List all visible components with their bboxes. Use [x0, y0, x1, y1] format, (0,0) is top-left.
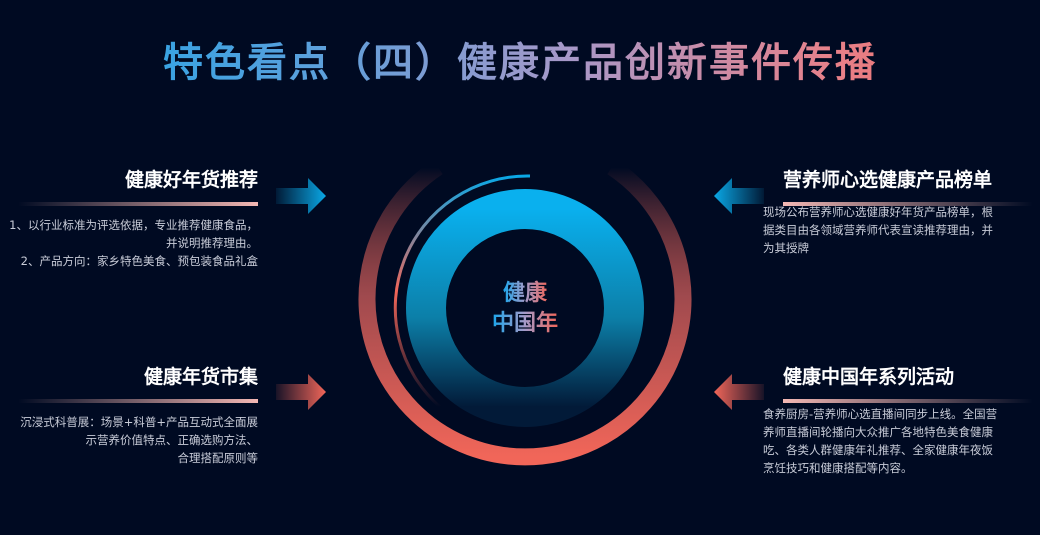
block-text: 现场公布营养师心选健康好年货产品榜单，根据类目由各领域营养师代表宣读推荐理由，并… — [763, 205, 993, 255]
arrow-right-red-icon — [276, 374, 326, 410]
text-line: 沉浸式科普展：场景+科普+产品互动式全面展 — [20, 415, 258, 429]
block-heading: 健康中国年系列活动 — [783, 366, 955, 388]
block-health-goods-recommend: 健康好年货推荐 1、以行业标准为评选依据，专业推荐健康食品， 并说明推荐理由。 … — [0, 165, 258, 270]
block-heading: 营养师心选健康产品榜单 — [783, 169, 993, 191]
arrow-left-red-icon — [714, 374, 764, 410]
block-heading: 健康年货市集 — [143, 366, 258, 388]
block-text: 食养厨房-营养师心选直播间同步上线。全国营养师直播间轮播向大众推广各地特色美食健… — [763, 407, 998, 475]
divider — [18, 202, 258, 206]
arrow-right-blue-icon — [276, 178, 326, 214]
block-nutritionist-ranking: 营养师心选健康产品榜单 — [783, 165, 1033, 206]
block-text: 1、以行业标准为评选依据，专业推荐健康食品， 并说明推荐理由。 2、产品方向：家… — [0, 216, 258, 270]
blue-ring — [406, 189, 644, 427]
divider — [783, 202, 1033, 206]
block-text: 沉浸式科普展：场景+科普+产品互动式全面展 示营养价值特点、正确选购方法、 合理… — [0, 413, 258, 467]
outer-ring-arc — [358, 159, 692, 466]
text-line: 2、产品方向：家乡特色美食、预包装食品礼盒 — [20, 254, 258, 268]
block-health-china-year-events: 健康中国年系列活动 — [783, 362, 1033, 403]
divider — [783, 399, 1033, 403]
arrow-left-blue-icon — [714, 178, 764, 214]
text-line: 1、以行业标准为评选依据，专业推荐健康食品， — [9, 218, 258, 232]
page-title: 特色看点（四）健康产品创新事件传播 — [0, 30, 1040, 88]
center-label-line2: 中国年 — [492, 310, 558, 336]
thin-arc — [393, 174, 531, 409]
center-ring-graphic: 健康 中国年 — [358, 159, 692, 466]
block-heading: 健康好年货推荐 — [124, 169, 258, 191]
center-label-line1: 健康 — [503, 280, 548, 306]
text-line: 示营养价值特点、正确选购方法、 — [85, 433, 259, 447]
block-health-goods-market: 健康年货市集 沉浸式科普展：场景+科普+产品互动式全面展 示营养价值特点、正确选… — [0, 362, 258, 467]
text-line: 合理搭配原则等 — [177, 451, 259, 465]
text-line: 并说明推荐理由。 — [166, 236, 258, 250]
divider — [18, 399, 258, 403]
